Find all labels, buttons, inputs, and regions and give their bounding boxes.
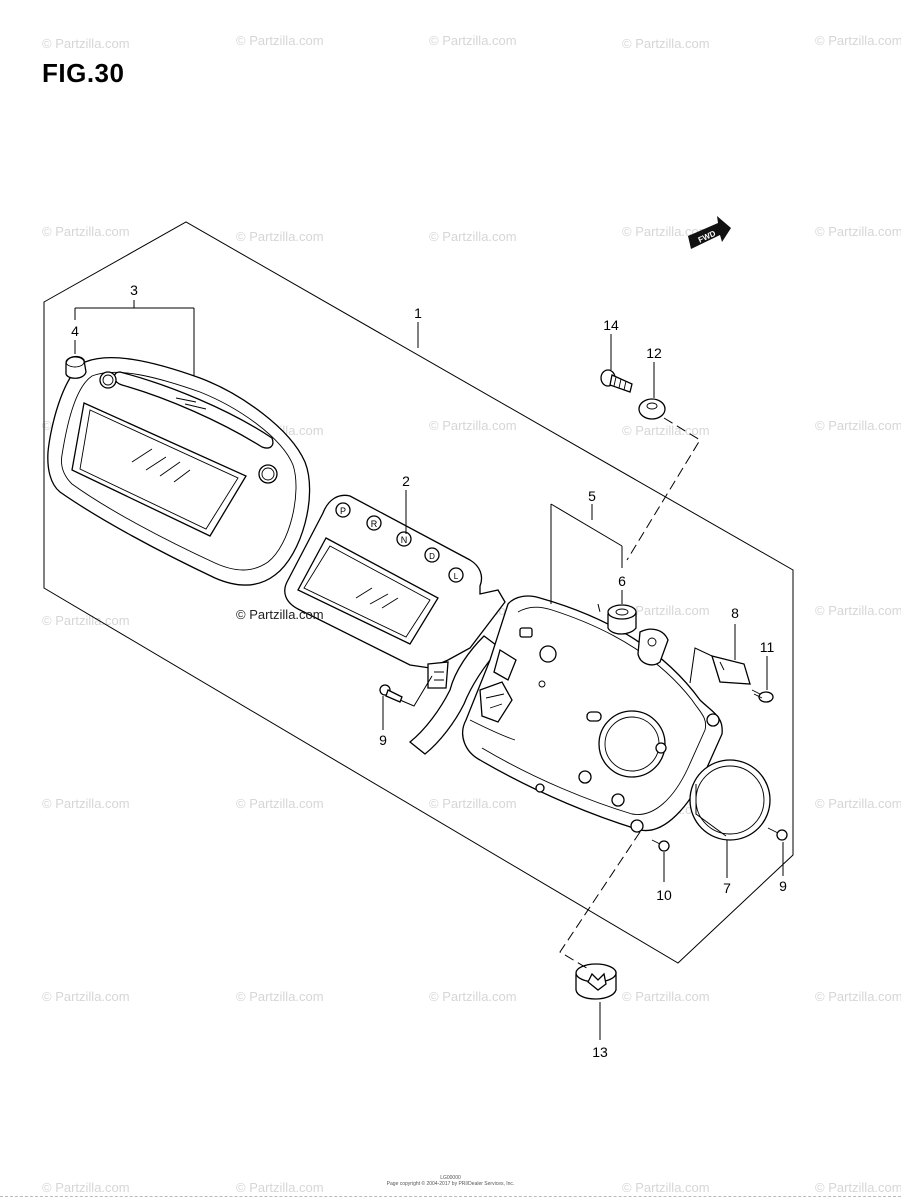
watermark: © Partzilla.com xyxy=(236,229,324,244)
callout-3: 3 xyxy=(130,282,138,298)
watermark: © Partzilla.com xyxy=(429,989,517,1004)
inline-watermark: © Partzilla.com xyxy=(236,607,324,622)
bolt-part[interactable] xyxy=(600,369,633,393)
gear-indicator-row: P R N D L xyxy=(335,502,464,583)
watermark: © Partzilla.com xyxy=(622,1180,710,1195)
callout-13: 13 xyxy=(592,1044,608,1060)
callout-1: 1 xyxy=(414,305,422,321)
indicator-d: D xyxy=(429,552,435,561)
watermark: © Partzilla.com xyxy=(429,229,517,244)
indicator-n: N xyxy=(401,535,408,545)
watermark: © Partzilla.com xyxy=(429,418,517,433)
page-footer: LG00000 Page copyright © 2004-2017 by PR… xyxy=(0,1175,901,1187)
watermark: © Partzilla.com xyxy=(622,36,710,51)
figure-title: FIG.30 xyxy=(42,58,125,88)
callout-11: 11 xyxy=(760,639,775,655)
assembly-outline xyxy=(43,221,794,964)
watermark: © Partzilla.com xyxy=(236,33,324,48)
callout-14: 14 xyxy=(603,317,619,333)
watermark: © Partzilla.com xyxy=(622,603,710,618)
watermark: © Partzilla.com xyxy=(622,989,710,1004)
callout-8: 8 xyxy=(731,605,739,621)
washer-part[interactable] xyxy=(638,398,666,420)
watermark: © Partzilla.com xyxy=(815,418,901,433)
watermark: © Partzilla.com xyxy=(42,796,130,811)
watermark: © Partzilla.com xyxy=(622,224,710,239)
watermark: © Partzilla.com xyxy=(622,423,710,438)
watermark: © Partzilla.com xyxy=(236,989,324,1004)
watermark: © Partzilla.com xyxy=(42,36,130,51)
watermark: © Partzilla.com xyxy=(815,796,901,811)
watermark: © Partzilla.com xyxy=(429,796,517,811)
callout-5: 5 xyxy=(588,488,596,504)
watermark: © Partzilla.com xyxy=(815,224,901,239)
callout-10: 10 xyxy=(656,887,672,903)
watermark: © Partzilla.com xyxy=(42,613,130,628)
fwd-arrow-icon: FWD xyxy=(688,216,731,249)
watermark: © Partzilla.com xyxy=(236,796,324,811)
cap-part[interactable] xyxy=(65,355,87,379)
rubber-grommet-part[interactable] xyxy=(575,963,617,1000)
wiring-harness xyxy=(408,635,501,755)
watermark: © Partzilla.com xyxy=(815,33,901,48)
watermark: © Partzilla.com xyxy=(815,603,901,618)
leader-lines xyxy=(74,300,784,1040)
grommet-part[interactable] xyxy=(607,604,637,635)
watermark: © Partzilla.com xyxy=(42,989,130,1004)
watermark: © Partzilla.com xyxy=(42,224,130,239)
callout-2: 2 xyxy=(402,473,410,489)
watermark: © Partzilla.com xyxy=(429,33,517,48)
watermark: © Partzilla.com xyxy=(42,1180,130,1195)
meter-bezel-part[interactable] xyxy=(47,357,311,586)
screw-10-part[interactable] xyxy=(651,839,670,852)
watermark: © Partzilla.com xyxy=(815,989,901,1004)
bottom-border xyxy=(0,1196,901,1197)
callout-4: 4 xyxy=(71,323,79,339)
screw-11-part[interactable] xyxy=(751,689,774,703)
callout-7: 7 xyxy=(723,880,731,896)
callout-9-right: 9 xyxy=(779,878,787,894)
callout-12: 12 xyxy=(646,345,662,361)
footer-code: LG00000 xyxy=(440,1175,461,1181)
ring-gasket-part[interactable] xyxy=(689,759,771,841)
callout-6: 6 xyxy=(618,573,626,589)
indicator-r: R xyxy=(371,519,378,529)
label-plate-part[interactable] xyxy=(711,655,751,685)
indicator-panel-part[interactable]: P R N D L xyxy=(284,494,506,689)
watermark: © Partzilla.com xyxy=(236,1180,324,1195)
meter-case-part[interactable] xyxy=(462,595,723,833)
screw-9-left-part[interactable] xyxy=(379,684,403,703)
watermark: © Partzilla.com xyxy=(815,1180,901,1195)
indicator-p: P xyxy=(340,506,346,516)
screw-9-right-part[interactable] xyxy=(767,827,788,841)
indicator-l: L xyxy=(454,572,459,581)
callout-9-left: 9 xyxy=(379,732,387,748)
callout-numbers: 3 4 1 2 5 6 14 12 8 11 9 10 7 9 13 xyxy=(71,282,787,1060)
footer-copyright: Page copyright © 2004-2017 by PRI/Dealer… xyxy=(386,1181,515,1187)
